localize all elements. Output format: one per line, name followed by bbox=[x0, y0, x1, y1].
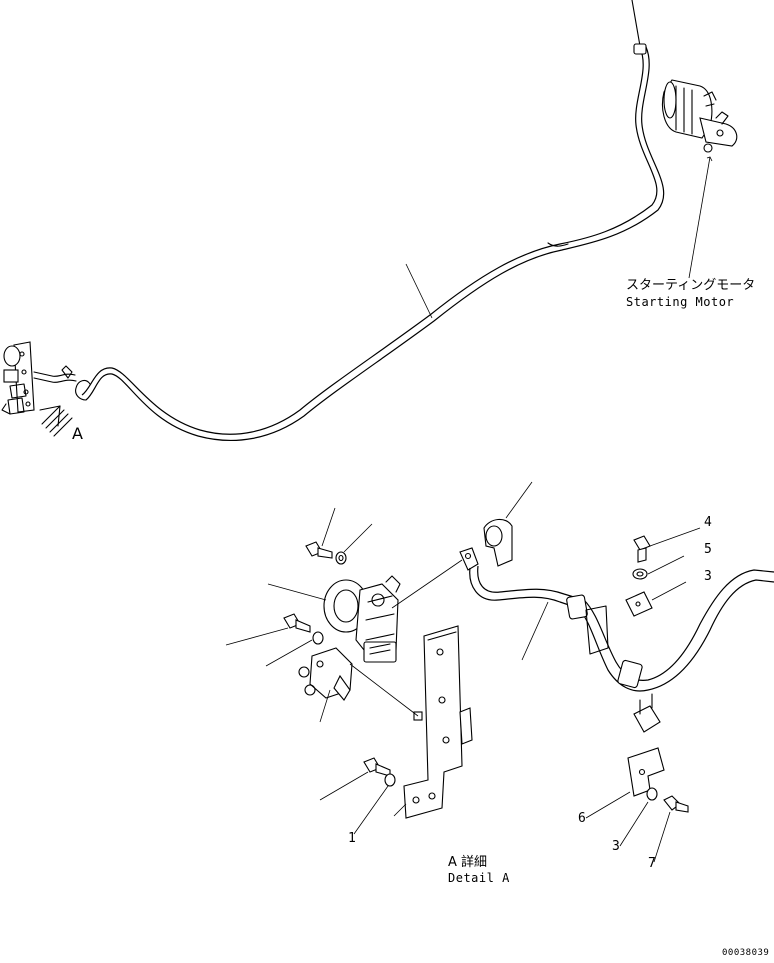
bolt-lower bbox=[363, 757, 396, 787]
cable-leader-top bbox=[405, 263, 433, 319]
detail-a-label-jp: A 詳細 bbox=[448, 855, 488, 870]
detail-a-label-en: Detail A bbox=[448, 871, 510, 885]
starting-motor-leader bbox=[688, 156, 711, 279]
callout-3-bottom: 3 bbox=[612, 839, 620, 854]
callout-4: 4 bbox=[704, 515, 712, 530]
bolt-upper bbox=[305, 541, 347, 565]
battery-relay bbox=[323, 575, 401, 663]
starting-motor-label-jp: スターティングモータ bbox=[626, 278, 756, 293]
bolt-middle bbox=[283, 613, 324, 645]
clamp-bracket-right bbox=[627, 693, 689, 813]
view-arrow-a bbox=[39, 405, 73, 437]
terminal-elbow bbox=[459, 518, 513, 571]
hardware-right-top bbox=[625, 535, 653, 617]
small-relay bbox=[298, 647, 353, 701]
mounting-bracket bbox=[403, 625, 473, 819]
callout-7: 7 bbox=[648, 856, 656, 871]
harness-lower bbox=[469, 565, 774, 692]
callout-3-top: 3 bbox=[704, 569, 712, 584]
callout-6: 6 bbox=[578, 811, 586, 826]
view-a-label: A bbox=[72, 424, 83, 443]
starting-motor bbox=[661, 79, 738, 153]
battery-relay-assembly bbox=[1, 341, 35, 415]
starting-motor-label-en: Starting Motor bbox=[626, 295, 735, 309]
callout-1: 1 bbox=[348, 831, 356, 846]
callout-5: 5 bbox=[704, 542, 712, 557]
main-cable bbox=[33, 0, 665, 442]
drawing-number: 00038039 bbox=[722, 948, 770, 958]
